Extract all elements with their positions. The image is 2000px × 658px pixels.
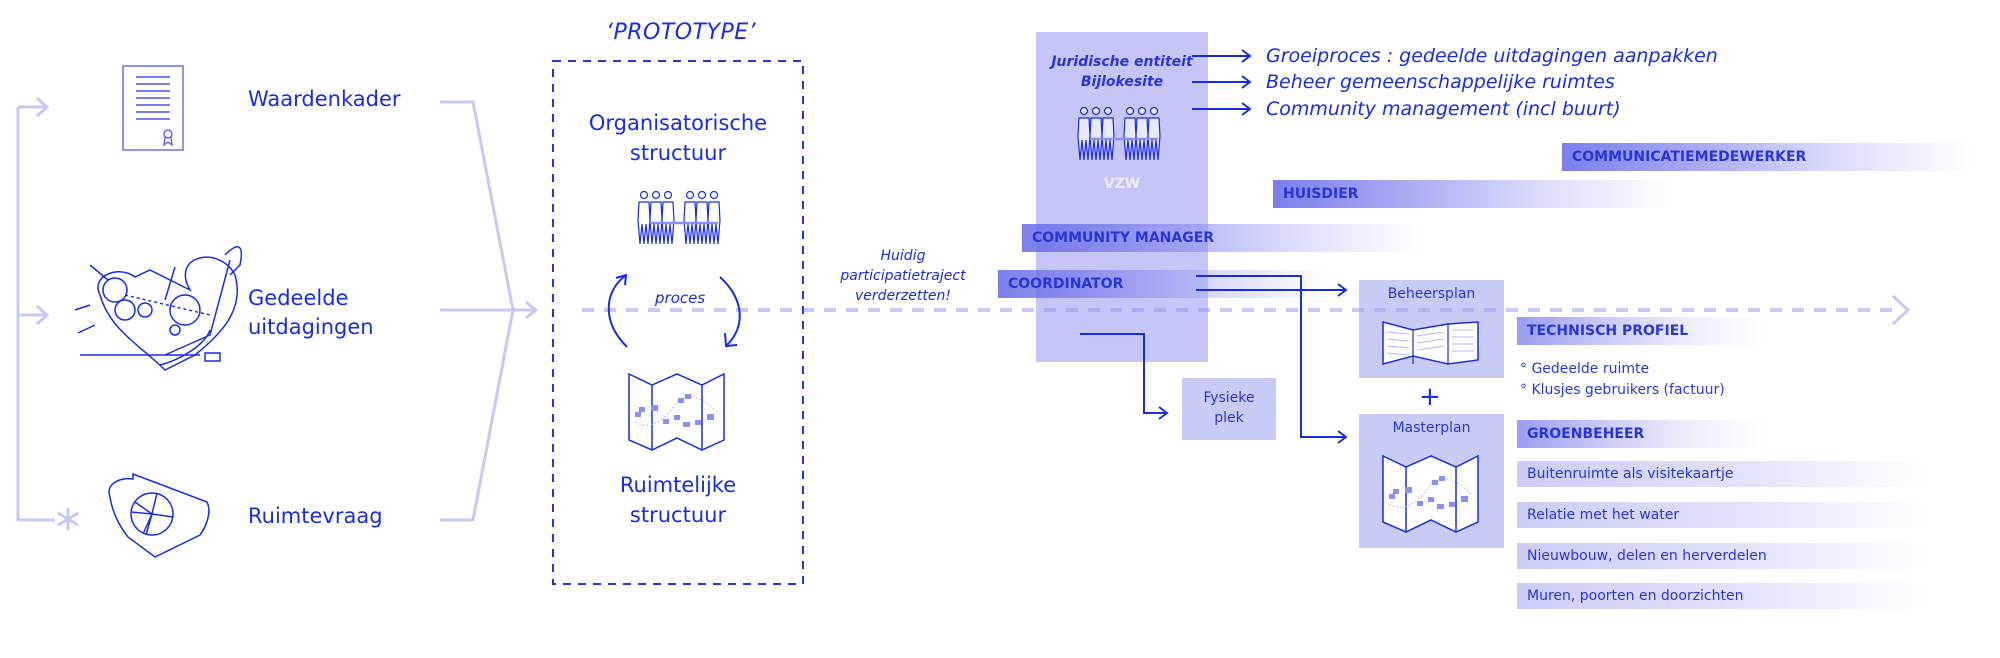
vzw-title: Juridische entiteit Bijlokesite [1036,52,1208,92]
site-pie-chart-icon [108,472,210,558]
plus-sign: + [1419,382,1441,412]
feedback-loop-line [16,107,55,522]
management-plan-document-icon [1382,321,1479,365]
fysieke-plek-line1: Fysieke [1203,390,1255,406]
input-label-line2: uitdagingen [248,315,374,339]
vzw-title-line1: Juridische entiteit [1051,54,1193,70]
fysieke-plek-box: Fysieke plek [1182,378,1276,440]
heart-machine-sketch-icon [74,246,242,371]
vzw-task: Groeiproces : gedeelde uitdagingen aanpa… [1266,45,1718,67]
process-cycle-icon [607,273,741,348]
role-huisdier: HUISDIER [1273,180,1673,208]
timeline-note-line3: verderzetten! [855,288,951,304]
vzw-title-line2: Bijlokesite [1080,74,1164,90]
role-technisch-profiel: TECHNISCH PROFIEL [1517,317,1767,345]
people-group-icon [637,190,721,245]
input-label-line1: Gedeelde [248,286,349,310]
masterplan-title: Masterplan [1392,420,1471,436]
org-structure-label: Organisatorische structuur [548,108,808,168]
arrow-right-icon [1241,49,1252,63]
timeline-dashed-line [582,294,1911,326]
beheersplan-box: Beheersplan [1359,280,1504,378]
timeline-note: Huidig participatietraject verderzetten! [823,246,983,306]
process-label: proces [655,289,706,307]
input-label-ruimtevraag: Ruimtevraag [248,504,383,528]
input-label-gedeelde-uitdagingen: Gedeelde uitdagingen [248,284,374,342]
technisch-item: ° Gedeelde ruimte [1520,361,1650,377]
prototype-dashed-frame [552,60,804,585]
groen-item: Muren, poorten en doorzichten [1517,583,1927,609]
arrow-right-icon [1241,75,1252,89]
arrow-to-masterplan-icon [1337,430,1348,444]
org-structure-line2: structuur [629,141,727,165]
vzw-task: Beheer gemeenschappelijke ruimtes [1266,71,1615,93]
arrow-to-beheersplan-icon [1337,283,1348,297]
input-label-waardenkader: Waardenkader [248,87,401,111]
vzw-entity-box [1036,32,1208,362]
masterplan-box: Masterplan [1359,414,1504,548]
arrow-right-icon [1241,102,1252,116]
folded-map-icon [628,372,725,451]
spatial-structure-label: Ruimtelijke structuur [548,470,808,530]
vzw-task: Community management (incl buurt) [1266,98,1621,120]
loop-arrow-mid-icon [35,304,50,326]
timeline-note-line2: participatietraject [840,268,966,284]
groen-item: Buitenruimte als visitekaartje [1517,461,1927,487]
role-community-manager: COMMUNITY MANAGER [1022,224,1422,252]
technisch-item: ° Klusjes gebruikers (factuur) [1520,382,1725,398]
timeline-note-line1: Huidig [880,248,926,264]
masterplan-map-icon [1382,454,1479,533]
prototype-title: ‘PROTOTYPE’ [606,20,757,45]
feedback-loop-lines [16,96,55,522]
groen-item: Relatie met het water [1517,502,1927,528]
vzw-tag: VZW [1103,176,1141,192]
role-coordinator: COORDINATOR [998,270,1328,298]
arrow-to-fysieke-plek-icon [1158,406,1169,420]
loop-arrow-top-icon [35,96,50,118]
role-groenbeheer: GROENBEHEER [1517,420,1767,448]
certificate-document-icon [122,65,184,151]
spatial-structure-line1: Ruimtelijke [619,473,737,497]
beheersplan-title: Beheersplan [1387,286,1476,302]
role-communicatiemedewerker: COMMUNICATIEMEDEWERKER [1562,143,1972,171]
vzw-people-group-icon [1077,106,1161,161]
spatial-structure-line2: structuur [629,503,727,527]
fysieke-plek-line2: plek [1214,410,1244,426]
timeline-arrow-icon [1891,294,1911,326]
groen-item: Nieuwbouw, delen en herverdelen [1517,543,1927,569]
org-structure-line1: Organisatorische [588,111,768,135]
asterisk-icon [57,508,79,530]
funnel-lines [440,100,539,522]
